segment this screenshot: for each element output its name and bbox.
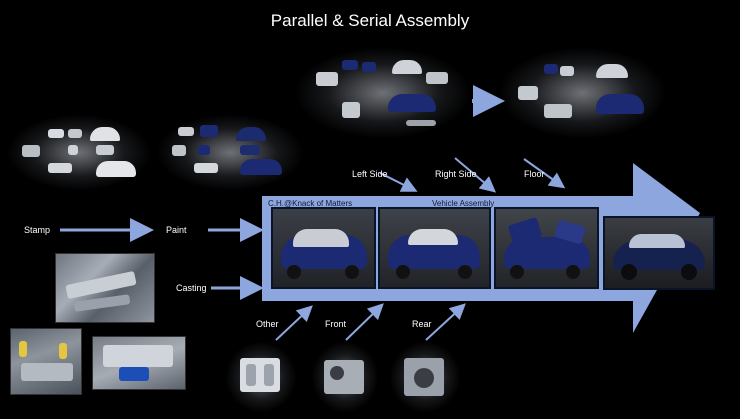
arrow-right-side (454, 157, 497, 193)
arrow-other (275, 305, 313, 341)
rear-module (390, 342, 460, 412)
casting-photo-large (55, 253, 155, 323)
stamp-label: Stamp (24, 225, 51, 235)
stamped-parts-group (8, 115, 150, 190)
assembly-step-1 (271, 207, 376, 289)
left-side-label: Left Side (352, 169, 388, 179)
assembly-step-final (603, 216, 715, 290)
painted-parts-group (158, 115, 303, 190)
arrow-front (345, 303, 384, 341)
arrow-rear (425, 303, 466, 341)
right-side-label: Right Side (435, 169, 477, 179)
front-label: Front (325, 319, 347, 329)
assembly-step-3 (494, 207, 599, 289)
casting-photo-fixture (92, 336, 186, 390)
arrow-floor (523, 158, 566, 189)
rear-label: Rear (412, 319, 432, 329)
credit-label: C.H.@Knack of Matters (268, 199, 353, 208)
other-label: Other (256, 319, 279, 329)
assembly-step-2 (378, 207, 491, 289)
front-module (312, 342, 378, 412)
arrow-left-side (379, 172, 418, 192)
diagram-title: Parallel & Serial Assembly (270, 11, 470, 30)
body-subassembly-group (296, 48, 470, 138)
floor-label: Floor (524, 169, 545, 179)
casting-photo-workers (10, 328, 82, 395)
paint-label: Paint (166, 225, 187, 235)
vehicle-assembly-label: Vehicle Assembly (432, 199, 495, 208)
assembled-body-group (500, 48, 665, 138)
other-module (226, 342, 296, 412)
casting-label: Casting (176, 283, 207, 293)
